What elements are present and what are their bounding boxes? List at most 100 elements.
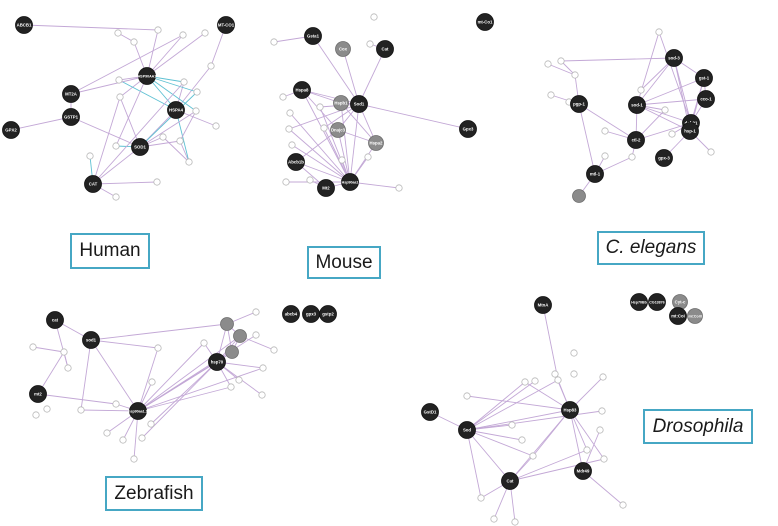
mouse-node-label: Sod1 <box>354 102 365 107</box>
mouse-edge <box>301 89 351 183</box>
zebrafish-node-label: mt2 <box>34 392 42 397</box>
drosophila-node-label: Hsp70Bb <box>631 301 647 305</box>
human-node <box>154 26 162 34</box>
celegans-node <box>661 106 669 114</box>
zebrafish-node <box>119 436 127 444</box>
human-edge <box>175 65 212 111</box>
mouse-node <box>330 122 346 138</box>
drosophila-node <box>529 452 537 460</box>
human-edge <box>23 24 159 31</box>
mouse-node-label: Abcb1b <box>288 160 304 165</box>
mouse-edge <box>340 102 351 183</box>
drosophila-edge <box>509 449 588 482</box>
celegans-edge <box>636 104 691 132</box>
drosophila-node <box>600 455 608 463</box>
celegans-node-label: pgp-1 <box>573 102 585 107</box>
human-node <box>15 16 33 34</box>
mouse-edge <box>301 89 360 105</box>
human-node <box>115 76 123 84</box>
drosophila-node <box>551 370 559 378</box>
mouse-node <box>376 40 394 58</box>
drosophila-node <box>630 293 648 311</box>
human-edge <box>70 75 148 95</box>
human-node-label: HSPA4 <box>169 108 184 113</box>
celegans-node <box>668 130 676 138</box>
mouse-edge <box>319 106 351 183</box>
zebrafish-node <box>282 305 300 323</box>
zebrafish-node <box>43 405 51 413</box>
zebrafish-node <box>235 376 243 384</box>
mouse-edge <box>291 144 351 183</box>
celegans-node <box>571 71 579 79</box>
mouse-node <box>270 38 278 46</box>
drosophila-node-label: Hsp83 <box>564 408 578 413</box>
celegans-node <box>681 122 699 140</box>
drosophila-node-label: mt:CoI <box>671 314 685 319</box>
drosophila-node-label: Cat <box>507 479 514 484</box>
mouse-node <box>459 120 477 138</box>
celegans-node <box>547 91 555 99</box>
drosophila-node-label: mt:CoIII <box>688 315 701 319</box>
drosophila-node <box>490 515 498 523</box>
celegans-edge <box>658 31 692 124</box>
zebrafish-edge <box>137 386 232 412</box>
zebrafish-node <box>148 378 156 386</box>
human-edge <box>118 79 177 111</box>
zebrafish-node <box>208 353 226 371</box>
human-node <box>112 142 120 150</box>
mouse-node-label: Gpx3 <box>463 127 474 132</box>
zebrafish-node <box>270 346 278 354</box>
celegans-network: mt-Co1sod-3gst-1pgp-1sod-1cco-1daf-21hsp… <box>476 13 715 203</box>
human-edge <box>179 140 190 163</box>
drosophila-node <box>570 370 578 378</box>
mouse-node <box>293 81 311 99</box>
human-node-label: HSP90AA1 <box>138 75 157 79</box>
drosophila-node-label: MtnA <box>538 303 549 308</box>
zebrafish-edge <box>137 342 205 412</box>
zebrafish-node <box>319 305 337 323</box>
celegans-node-label: mtl-1 <box>590 172 601 177</box>
drosophila-edge <box>569 409 584 472</box>
mouse-node <box>335 41 351 57</box>
mouse-node <box>320 124 328 132</box>
drosophila-node-label: GstD1 <box>424 410 437 415</box>
zebrafish-node <box>29 385 47 403</box>
mouse-edge <box>358 103 469 130</box>
human-node <box>192 107 200 115</box>
human-edge <box>92 96 121 185</box>
celegans-node-label: gpx-3 <box>658 156 670 161</box>
drosophila-node <box>561 401 579 419</box>
mouse-node <box>287 153 305 171</box>
human-node <box>114 29 122 37</box>
zebrafish-edge <box>32 346 65 353</box>
human-node-label: SOD1 <box>134 145 146 150</box>
mouse-node <box>395 184 403 192</box>
zebrafish-node <box>46 311 64 329</box>
human-node <box>179 31 187 39</box>
zebrafish-node <box>259 364 267 372</box>
drosophila-edge <box>466 379 559 431</box>
mouse-node <box>364 153 372 161</box>
drosophila-edge <box>542 304 559 381</box>
mouse-node <box>341 173 359 191</box>
zebrafish-edge <box>137 347 159 412</box>
mouse-edge <box>289 112 351 183</box>
drosophila-node <box>554 376 562 384</box>
human-edge <box>10 116 72 131</box>
human-edge <box>92 181 158 185</box>
celegans-node-label: sod-3 <box>668 56 680 61</box>
mouse-node <box>368 135 384 151</box>
zebrafish-edge <box>90 339 139 412</box>
mouse-node <box>306 176 314 184</box>
human-edge <box>139 91 198 148</box>
zebrafish-node-label: hsp90aa1.1 <box>128 410 147 414</box>
mouse-edge <box>312 35 360 105</box>
mouse-node <box>285 125 293 133</box>
zebrafish-node <box>227 383 235 391</box>
celegans-node <box>695 69 713 87</box>
drosophila-node <box>574 462 592 480</box>
zebrafish-node <box>82 331 100 349</box>
celegans-edge <box>578 103 637 141</box>
mouse-node <box>288 141 296 149</box>
zebrafish-node <box>29 343 37 351</box>
